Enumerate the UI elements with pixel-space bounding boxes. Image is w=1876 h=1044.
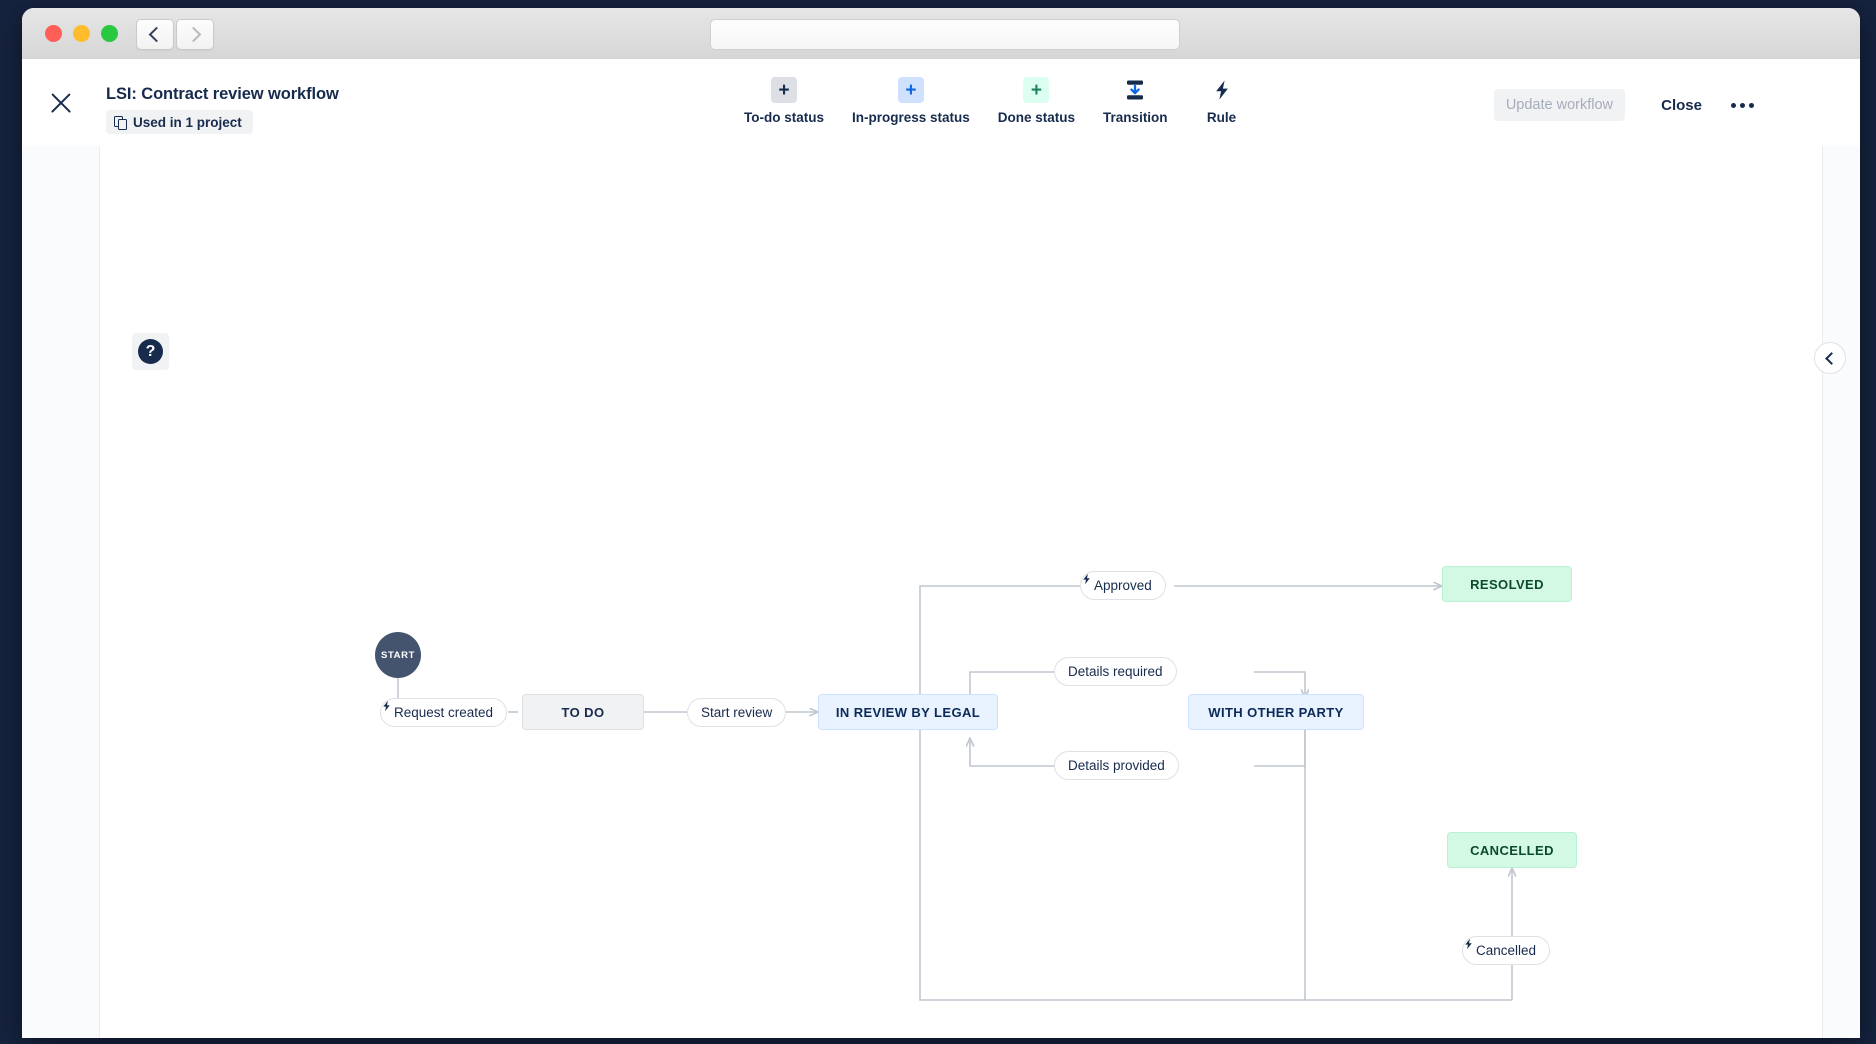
workflow-canvas[interactable]: START TO DO IN REVIEW BY LEGAL WITH OTHE…: [22, 146, 1860, 1038]
workflow-toolbar: + To-do status + In-progress status + Do…: [744, 77, 1248, 125]
copy-icon: [114, 115, 127, 130]
more-options-icon[interactable]: [1726, 89, 1758, 121]
lightning-bolt-icon: [1083, 573, 1090, 585]
add-todo-status-label: To-do status: [744, 110, 824, 125]
transition-label: Details required: [1068, 664, 1163, 679]
app-header: LSI: Contract review workflow Used in 1 …: [22, 59, 1860, 197]
transition-label: Request created: [394, 705, 494, 720]
minimize-window-button[interactable]: [73, 25, 90, 42]
close-window-button[interactable]: [45, 25, 62, 42]
add-inprogress-status-button[interactable]: + In-progress status: [852, 77, 970, 125]
status-node-with-other-party[interactable]: WITH OTHER PARTY: [1188, 694, 1364, 730]
add-done-status-button[interactable]: + Done status: [998, 77, 1075, 125]
chevron-left-icon: [1825, 351, 1838, 365]
update-workflow-button[interactable]: Update workflow: [1493, 89, 1625, 121]
lightning-bolt-icon: [1465, 938, 1472, 950]
traffic-lights: [45, 25, 118, 42]
page-title: LSI: Contract review workflow: [106, 85, 339, 103]
collapse-panel-button[interactable]: [1814, 342, 1846, 374]
transition-pill-request-created[interactable]: Request created: [380, 698, 508, 727]
url-input[interactable]: [710, 19, 1180, 50]
add-rule-button[interactable]: Rule: [1196, 77, 1248, 125]
transition-pill-details-provided[interactable]: Details provided: [1054, 751, 1179, 780]
transition-label: Start review: [701, 705, 773, 720]
browser-forward-button[interactable]: [176, 19, 214, 50]
transition-pill-start-review[interactable]: Start review: [687, 698, 787, 727]
add-inprogress-status-label: In-progress status: [852, 110, 970, 125]
transition-icon: [1122, 77, 1148, 103]
workflow-start-node[interactable]: START: [375, 632, 421, 678]
add-rule-label: Rule: [1206, 110, 1237, 125]
question-mark-icon: ?: [138, 339, 163, 364]
help-button[interactable]: ?: [132, 333, 169, 370]
transition-label: Details provided: [1068, 758, 1165, 773]
add-todo-status-button[interactable]: + To-do status: [744, 77, 824, 125]
workflow-diagram: START TO DO IN REVIEW BY LEGAL WITH OTHE…: [22, 146, 1860, 1038]
chevron-left-icon: [148, 26, 165, 43]
plus-icon: +: [897, 77, 924, 103]
browser-chrome: [22, 8, 1860, 60]
workflow-edges: [397, 146, 1860, 1001]
usage-badge: Used in 1 project: [106, 110, 253, 134]
lightning-bolt-icon: [1209, 77, 1235, 103]
status-node-todo[interactable]: TO DO: [522, 694, 644, 730]
plus-icon: +: [1023, 77, 1050, 103]
status-node-resolved[interactable]: RESOLVED: [1442, 566, 1572, 602]
status-node-in-review-by-legal[interactable]: IN REVIEW BY LEGAL: [818, 694, 998, 730]
close-button[interactable]: Close: [1661, 96, 1702, 114]
add-transition-button[interactable]: Transition: [1103, 77, 1168, 125]
add-transition-label: Transition: [1103, 110, 1168, 125]
canvas-right-rail: [1822, 146, 1860, 1038]
status-node-cancelled[interactable]: CANCELLED: [1447, 832, 1577, 868]
lightning-bolt-icon: [383, 700, 390, 712]
zoom-window-button[interactable]: [101, 25, 118, 42]
chevron-right-icon: [185, 26, 202, 43]
transition-pill-approved[interactable]: Approved: [1080, 571, 1166, 600]
browser-back-button[interactable]: [136, 19, 174, 50]
transition-pill-cancelled[interactable]: Cancelled: [1462, 936, 1551, 965]
transition-pill-details-required[interactable]: Details required: [1054, 657, 1177, 686]
add-done-status-label: Done status: [997, 110, 1076, 125]
canvas-left-rail: [22, 146, 100, 1038]
transition-label: Approved: [1094, 578, 1152, 593]
plus-icon: +: [771, 77, 797, 103]
browser-window: LSI: Contract review workflow Used in 1 …: [22, 8, 1860, 1038]
transition-label: Cancelled: [1476, 943, 1537, 958]
usage-badge-label: Used in 1 project: [133, 114, 242, 130]
close-icon[interactable]: [45, 87, 77, 119]
